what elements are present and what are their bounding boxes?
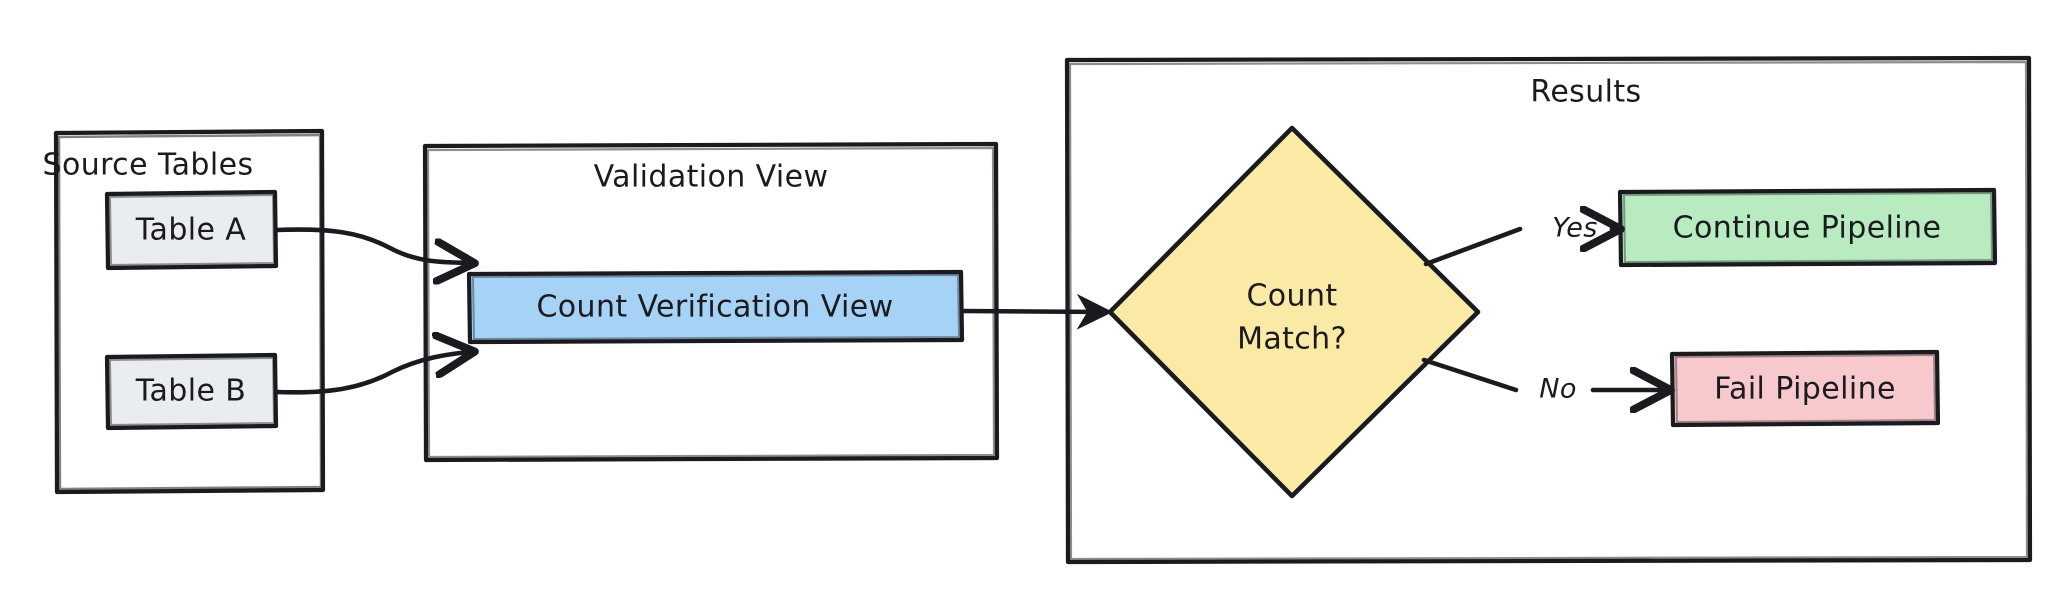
edge-no-label: No <box>1539 374 1577 405</box>
results-border <box>1064 55 2033 565</box>
edge-yes: Yes <box>1423 213 1616 267</box>
results-border-sketch <box>1068 60 2029 561</box>
container-results[interactable]: Results <box>1064 55 2033 565</box>
validation-view-label: Validation View <box>594 160 829 195</box>
source-tables-border-sketch <box>57 133 323 491</box>
edge-view-to-decision-line <box>959 293 1113 330</box>
node-count-verification-view[interactable]: Count Verification View <box>466 269 965 345</box>
table-a-shape <box>104 189 279 271</box>
count-match-label-line2: Match? <box>1237 322 1347 357</box>
results-label: Results <box>1530 75 1641 110</box>
count-verification-view-shape <box>466 269 965 345</box>
edge-table-b-line <box>273 352 470 395</box>
table-b-shape <box>104 352 279 431</box>
count-verification-view-shape-sketch <box>472 274 960 340</box>
edge-no-line-a <box>1421 357 1519 393</box>
node-continue-pipeline[interactable]: Continue Pipeline <box>1617 187 1998 268</box>
table-b-label: Table B <box>135 374 247 409</box>
container-validation-view[interactable]: Validation View <box>422 141 1000 463</box>
count-match-shape <box>1107 125 1481 499</box>
continue-pipeline-label: Continue Pipeline <box>1673 211 1942 246</box>
container-source-tables[interactable]: Source Tables <box>43 128 326 495</box>
table-a-label: Table A <box>135 213 247 248</box>
fail-pipeline-shape-sketch <box>1675 354 1936 423</box>
node-table-b[interactable]: Table B <box>104 352 279 431</box>
table-b-shape-sketch <box>109 357 275 426</box>
source-tables-border <box>53 128 326 495</box>
node-table-a[interactable]: Table A <box>104 189 279 271</box>
edge-yes-line-a <box>1423 226 1523 267</box>
validation-view-border-sketch <box>426 146 996 459</box>
count-match-label-line1: Count <box>1246 279 1337 314</box>
edge-no: No <box>1421 357 1666 405</box>
source-tables-label: Source Tables <box>43 148 254 183</box>
edge-table-a-to-view <box>273 227 470 263</box>
validation-view-border <box>422 141 1000 463</box>
table-a-shape-sketch <box>109 194 275 266</box>
edge-table-b-to-view <box>273 352 470 395</box>
edge-yes-label: Yes <box>1552 213 1597 244</box>
node-fail-pipeline[interactable]: Fail Pipeline <box>1669 349 1941 428</box>
edge-table-a-line <box>273 227 470 263</box>
fail-pipeline-label: Fail Pipeline <box>1714 372 1896 407</box>
count-verification-view-label: Count Verification View <box>536 290 893 325</box>
edge-view-to-decision <box>959 293 1113 330</box>
node-count-match[interactable]: Count Match? <box>1107 125 1481 499</box>
